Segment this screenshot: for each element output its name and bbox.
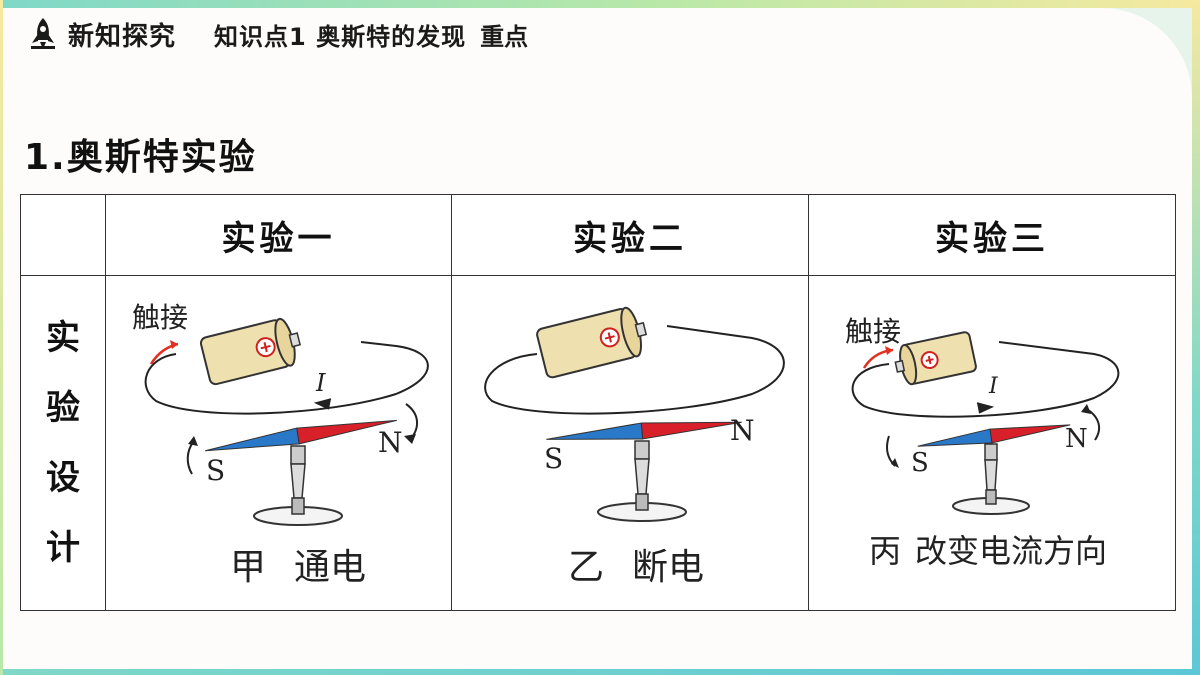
experiment-cell-1: 触接 I S N 甲通电 xyxy=(105,275,452,611)
current-label: I xyxy=(989,374,998,399)
column-heading-2: 实验二 xyxy=(451,194,809,276)
frame-top-bar xyxy=(0,0,1200,8)
row-header-design: 实 验 设 计 xyxy=(20,275,106,611)
caption-mark: 甲 xyxy=(230,547,267,588)
section-title: 1.奥斯特实验 xyxy=(24,137,257,178)
needle-stand xyxy=(253,445,343,526)
compass-needle xyxy=(546,421,742,440)
column-heading-1: 实验一 xyxy=(105,194,452,276)
table-header-row: 实验一 实验二 实验三 xyxy=(20,194,1176,276)
caption-mark: 丙 xyxy=(869,532,902,570)
caption-3: 丙改变电流方向 xyxy=(869,526,1107,572)
needle-stand xyxy=(597,440,687,522)
row-header-char: 验 xyxy=(46,388,80,428)
battery-icon xyxy=(894,331,977,386)
caption-text: 改变电流方向 xyxy=(915,532,1108,570)
caption-1: 甲通电 xyxy=(230,538,366,590)
wire-loop xyxy=(484,325,785,415)
battery-icon xyxy=(536,306,648,379)
rotation-arrow-s xyxy=(186,440,195,475)
pole-s-label: S xyxy=(206,454,226,487)
battery-icon xyxy=(199,317,301,386)
experiment-2-illustration xyxy=(484,306,785,522)
pole-s-label: S xyxy=(911,448,929,478)
header-topic: 知识点1 奥斯特的发现 xyxy=(214,22,467,51)
row-header-char: 计 xyxy=(46,528,80,568)
caption-mark: 乙 xyxy=(568,547,605,588)
slide-header: 新知探究 知识点1 奥斯特的发现 重点 xyxy=(28,14,528,54)
compass-needle xyxy=(917,424,1071,447)
experiment-cell-2: S N 乙断电 xyxy=(451,275,809,611)
caption-text: 断电 xyxy=(632,547,705,588)
frame-left-bar xyxy=(0,0,3,675)
compass-needle xyxy=(205,419,397,452)
caption-text: 通电 xyxy=(294,547,367,588)
rocket-icon xyxy=(31,18,55,49)
column-heading-3: 实验三 xyxy=(808,194,1176,276)
experiment-3-illustration xyxy=(851,331,1120,515)
experiment-1-illustration xyxy=(144,317,429,526)
current-label: I xyxy=(316,369,326,397)
row-header-char: 实 xyxy=(46,318,80,358)
experiment-cell-3: 触接 I S N 丙改变电流方向 xyxy=(808,275,1176,611)
touch-label: 触接 xyxy=(132,301,189,334)
wire-loop xyxy=(851,341,1120,418)
header-tag: 重点 xyxy=(480,22,529,51)
pole-s-label: S xyxy=(544,442,564,475)
wire-loop xyxy=(144,341,429,415)
needle-stand xyxy=(952,443,1030,515)
pole-n-label: N xyxy=(1065,424,1088,454)
header-title: 新知探究 xyxy=(68,21,177,52)
pole-n-label: N xyxy=(730,414,755,447)
table-corner-cell xyxy=(20,194,106,276)
frame-right-bar xyxy=(1192,0,1200,675)
row-header-char: 设 xyxy=(46,458,80,498)
table-row-design: 实 验 设 计 xyxy=(20,275,1176,611)
frame-bottom-bar xyxy=(0,669,1200,675)
caption-2: 乙断电 xyxy=(568,538,704,590)
current-arrow xyxy=(976,402,995,414)
current-arrow xyxy=(313,398,332,410)
pole-n-label: N xyxy=(378,426,403,459)
touch-label: 触接 xyxy=(845,315,902,348)
experiment-table: 实验一 实验二 实验三 实 验 设 计 xyxy=(20,194,1176,611)
